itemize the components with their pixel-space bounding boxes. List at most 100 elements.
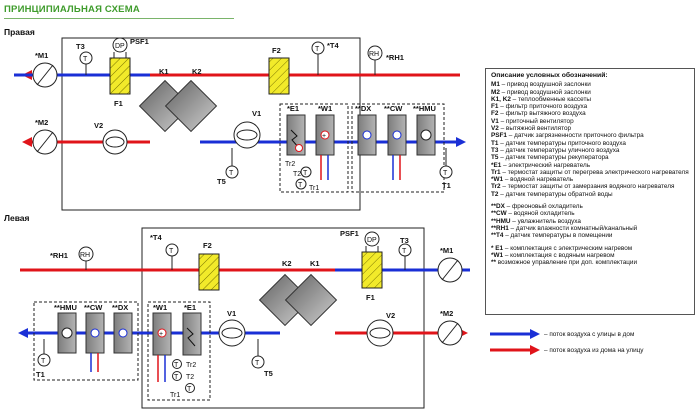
legend-item: T1 – датчик температуры приточного возду… bbox=[491, 140, 689, 147]
legend-item: V1 – приточный вентилятор bbox=[491, 118, 689, 125]
left-hmu-label: **HMU bbox=[54, 303, 77, 312]
legend-item: *W1 – водяной нагреватель bbox=[491, 176, 689, 183]
legend-item-text: – приточный вентилятор bbox=[498, 117, 574, 125]
right-damper-m1 bbox=[32, 62, 58, 88]
legend-item-code: *W1 bbox=[491, 251, 504, 259]
right-e1-label: *E1 bbox=[287, 104, 299, 113]
left-fan-v2 bbox=[366, 319, 394, 347]
right-t1-mark: T bbox=[443, 170, 448, 177]
left-t3-mark: T bbox=[402, 248, 407, 255]
left-cw-label: **CW bbox=[84, 303, 103, 312]
legend-item-text: – комплектация с водяным нагревом bbox=[503, 251, 615, 259]
legend-item: **CW – водяной охладитель bbox=[491, 210, 689, 217]
left-rh-sensor bbox=[78, 246, 94, 262]
legend-item-code: M1 bbox=[491, 81, 500, 89]
right-filter-f1 bbox=[109, 57, 131, 95]
legend-item: Tr2 – термостат защиты от замерзания вод… bbox=[491, 183, 689, 190]
right-f2-label: F2 bbox=[272, 46, 281, 55]
left-rh-mark: RH bbox=[80, 252, 90, 259]
right-psf1-label: PSF1 bbox=[130, 37, 149, 46]
legend-item: *W1 – комплектация с водяным нагревом bbox=[491, 252, 689, 259]
left-psf1-label: PSF1 bbox=[340, 229, 359, 238]
legend-item-code: **CW bbox=[491, 210, 507, 218]
left-k1-label: K1 bbox=[310, 259, 320, 268]
right-tr1-mark: T bbox=[298, 182, 303, 189]
left-section-label: Левая bbox=[4, 213, 30, 223]
page-title: ПРИНЦИПИАЛЬНАЯ СХЕМА bbox=[4, 4, 140, 15]
legend-item-code: V1 bbox=[491, 117, 499, 125]
legend-item-text: – датчик температуры рекуператора bbox=[498, 154, 609, 162]
legend-item: Tr1 – термостат защиты от перегрева элек… bbox=[491, 169, 689, 176]
right-exchanger-k2 bbox=[164, 79, 218, 133]
left-tr2-label: Tr2 bbox=[186, 362, 196, 369]
right-unit: *M1 *M2 T T3 F1 DP PSF1 K1 K2 V2 bbox=[14, 37, 466, 211]
left-f2-label: F2 bbox=[203, 241, 212, 250]
red-arrow-icon bbox=[490, 345, 540, 355]
left-t4-label: *T4 bbox=[150, 233, 163, 242]
legend-item: F2 – фильтр вытяжного воздуха bbox=[491, 110, 689, 117]
right-m1-label: *M1 bbox=[35, 51, 48, 60]
legend-item-code: T2 bbox=[491, 190, 499, 198]
legend-item-text: – фреоновый охладитель bbox=[504, 203, 583, 211]
right-hmu-label: **HMU bbox=[413, 104, 436, 113]
legend-item: ** возможное управление при доп. комплек… bbox=[491, 259, 689, 266]
legend-item: **DX – фреоновый охладитель bbox=[491, 203, 689, 210]
legend-item-text: – датчик влажности комнатный/канальный bbox=[508, 224, 638, 232]
left-t2-label: T2 bbox=[186, 374, 194, 381]
left-unit: *M1 *M2 RH *RH1 T *T4 F2 K2 K1 F1 DP PSF… bbox=[18, 227, 470, 409]
left-t1-sensor bbox=[37, 353, 51, 367]
legend-item-code: **HMU bbox=[491, 217, 511, 225]
left-v2-label: V2 bbox=[386, 311, 395, 320]
legend-item: F1 – фильтр приточного воздуха bbox=[491, 103, 689, 110]
left-t1-mark: T bbox=[41, 358, 46, 365]
legend-item-code: **RH1 bbox=[491, 224, 509, 232]
left-m1-label: *M1 bbox=[440, 246, 453, 255]
legend-item: **HMU – увлажнитель воздуха bbox=[491, 218, 689, 225]
left-t5-mark: T bbox=[255, 360, 260, 367]
flow-exhaust-label: – поток воздуха из дома на улицу bbox=[544, 346, 644, 354]
legend-item-code: F2 bbox=[491, 110, 499, 118]
right-damper-m2 bbox=[32, 129, 58, 155]
right-t4-mark: T bbox=[315, 46, 320, 53]
left-t3-sensor bbox=[398, 243, 412, 257]
left-k2-label: K2 bbox=[282, 259, 292, 268]
legend-item-code: Tr2 bbox=[491, 183, 501, 191]
left-t1-label: T1 bbox=[36, 370, 45, 379]
right-t3-sensor bbox=[79, 51, 93, 65]
left-e1-label: *E1 bbox=[184, 303, 196, 312]
legend-item-text: возможное управление при доп. комплектац… bbox=[495, 259, 638, 267]
legend-item-code: *E1 bbox=[491, 161, 502, 169]
right-t3-label: T3 bbox=[76, 42, 85, 51]
right-fan-v2 bbox=[102, 129, 128, 155]
legend-item: *E1 – электрический нагреватель bbox=[491, 162, 689, 169]
legend-item-text: – привод воздушной заслонки bbox=[499, 81, 591, 89]
left-damper-m1 bbox=[437, 257, 463, 283]
flow-legend: – поток воздуха с улицы в дом – поток во… bbox=[490, 326, 695, 358]
right-dx-label: **DX bbox=[355, 104, 371, 113]
legend-item-code: M2 bbox=[491, 88, 500, 96]
left-t5-sensor bbox=[251, 355, 265, 369]
right-v2-label: V2 bbox=[94, 121, 103, 130]
left-dp-sensor bbox=[364, 231, 380, 247]
right-dp-mark: DP bbox=[115, 43, 125, 50]
legend-item: **T4 – датчик температуры в помещении bbox=[491, 232, 689, 239]
left-t3-label: T3 bbox=[400, 236, 409, 245]
legend-item-code: ** bbox=[491, 259, 496, 267]
right-filter-f2 bbox=[268, 57, 290, 95]
right-t1-label: T1 bbox=[442, 181, 451, 190]
flow-supply-label: – поток воздуха с улицы в дом bbox=[544, 330, 635, 338]
left-t4-mark: T bbox=[169, 248, 174, 255]
legend-item-text: – увлажнитель воздуха bbox=[510, 217, 581, 225]
blue-arrow-icon bbox=[490, 329, 540, 339]
left-tr1-mark: T bbox=[187, 386, 192, 393]
left-w1-label: *W1 bbox=[153, 303, 167, 312]
right-fan-v1 bbox=[233, 121, 261, 149]
legend-item: M1 – привод воздушной заслонки bbox=[491, 81, 689, 88]
legend-item-code: PSF1 bbox=[491, 132, 507, 140]
legend-panel: Описание условных обозначений: M1 – прив… bbox=[485, 68, 695, 315]
left-f1-label: F1 bbox=[366, 293, 375, 302]
flow-supply: – поток воздуха с улицы в дом bbox=[490, 326, 695, 342]
legend-item-code: T3 bbox=[491, 146, 499, 154]
right-t2-label: T2 bbox=[293, 171, 301, 178]
left-filter-f1 bbox=[361, 251, 383, 289]
